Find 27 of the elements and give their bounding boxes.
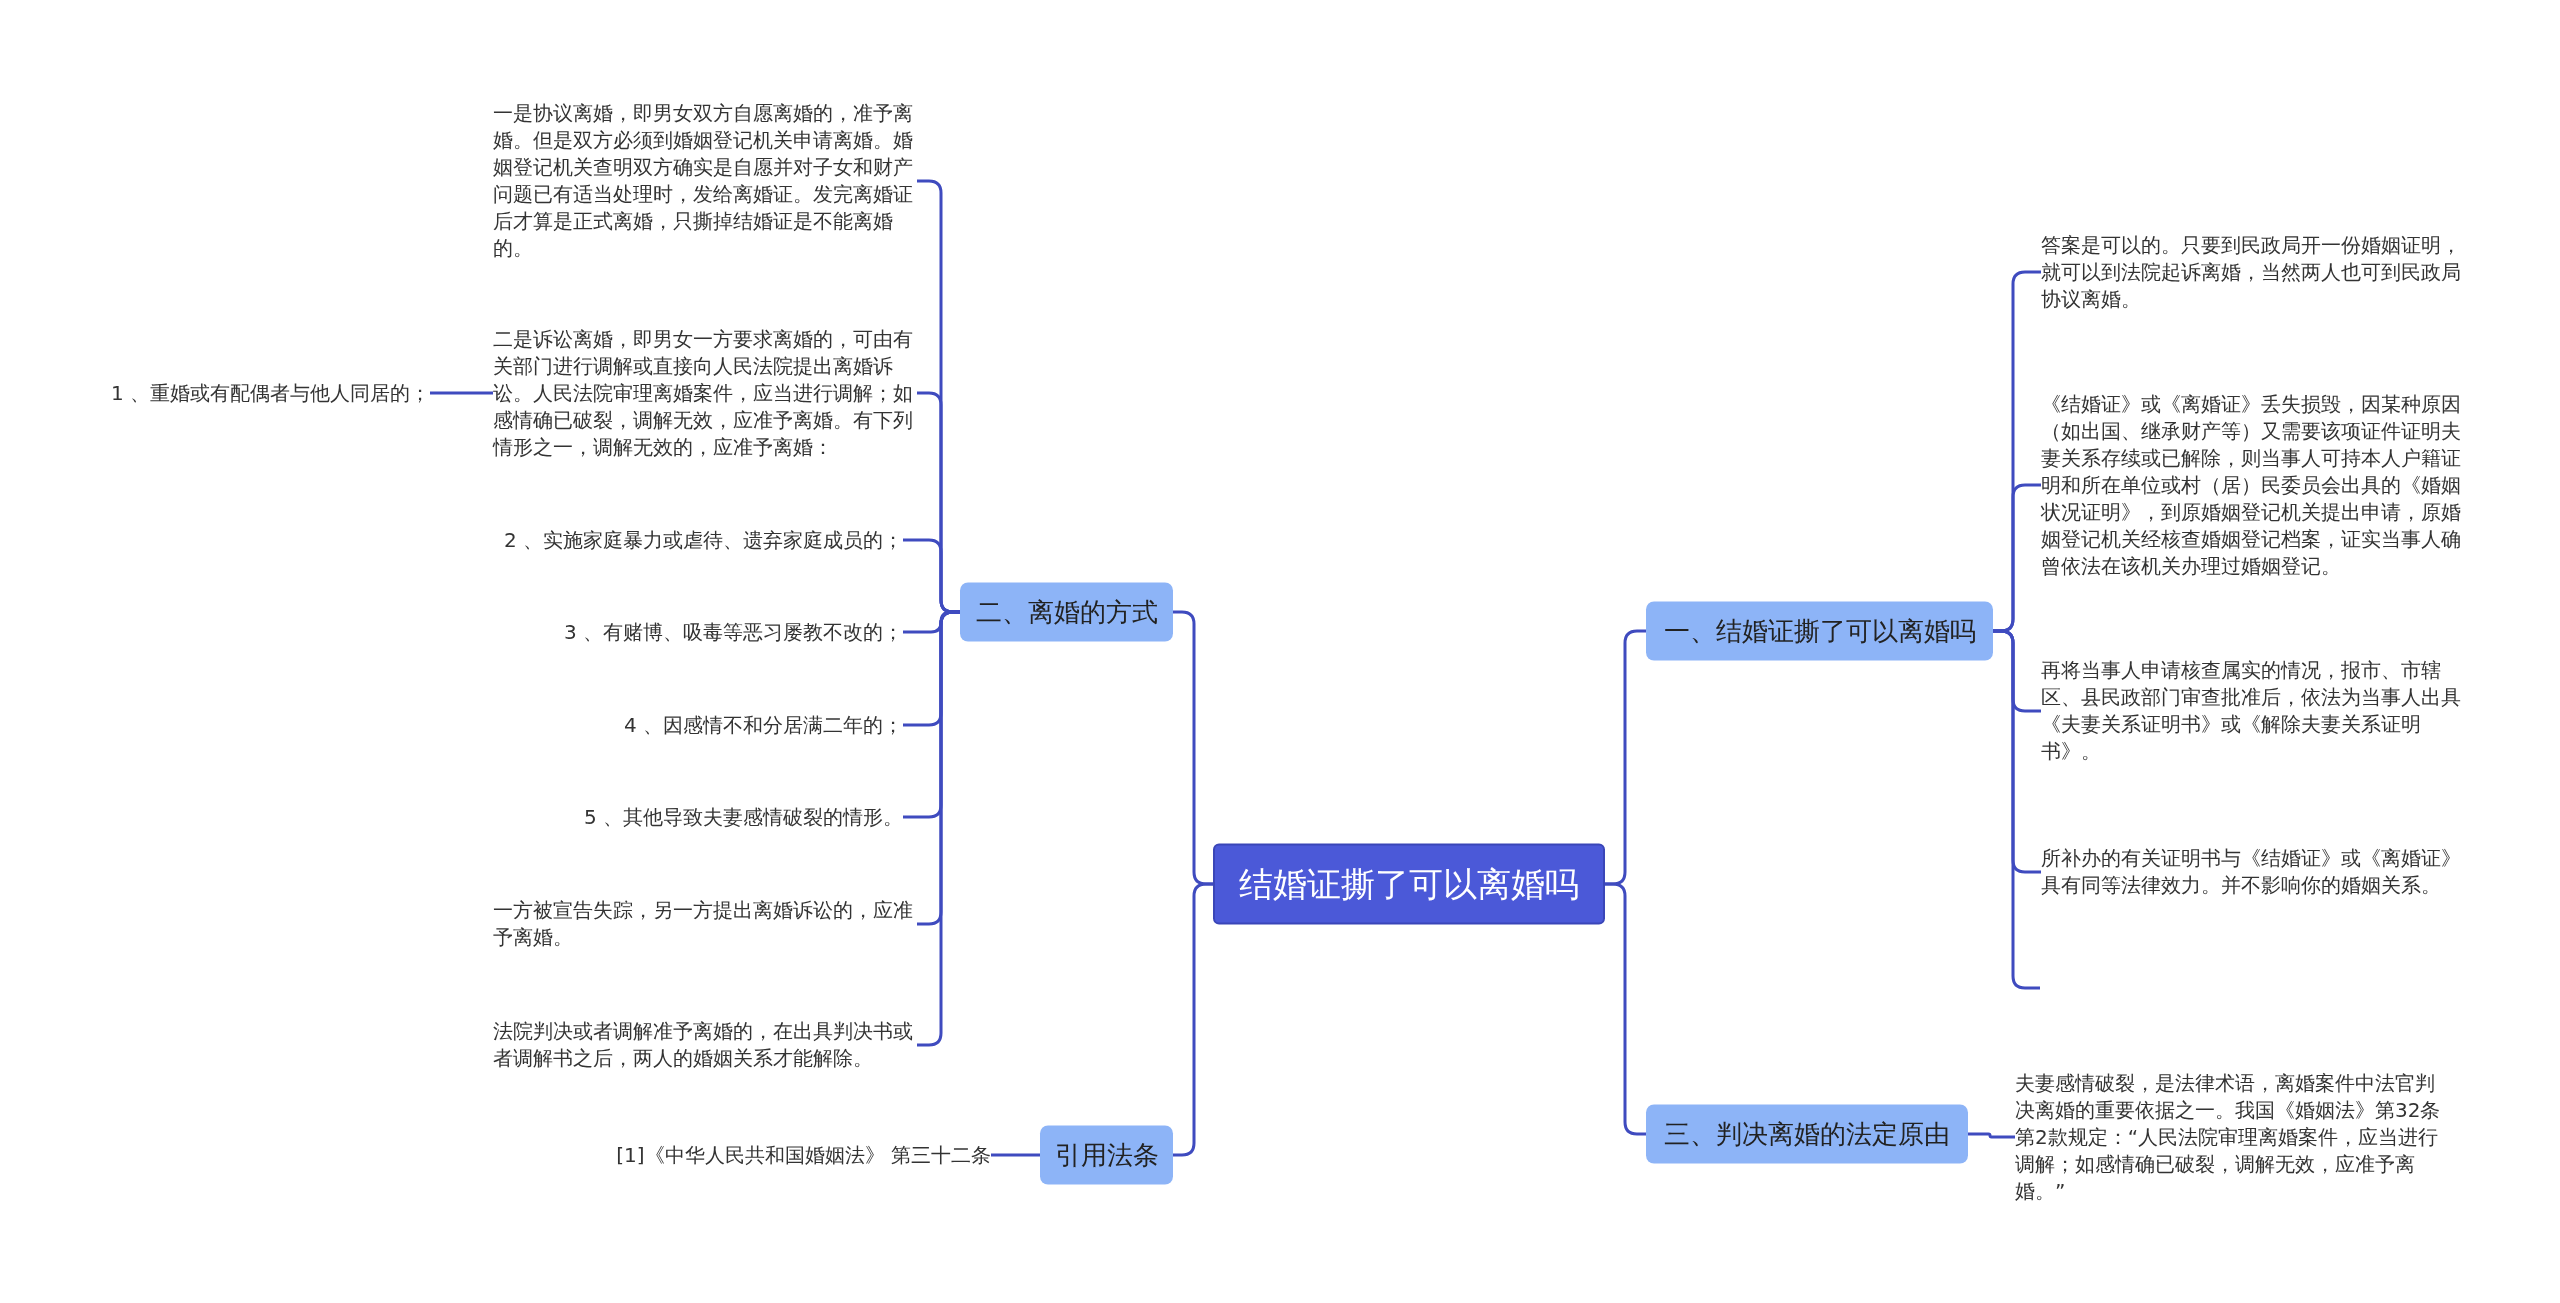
- topic-text: 一方被宣告失踪，另一方提出离婚诉讼的，应准予离婚。: [493, 897, 917, 951]
- connector-line: [1605, 882, 1646, 1136]
- topic-text: [1]《中华人民共和国婚姻法》 第三十二条: [590, 1141, 991, 1169]
- topic-text: 夫妻感情破裂，是法律术语，离婚案件中法官判决离婚的重要依据之一。我国《婚姻法》第32条第2款规定：“人民法院审理离婚案件，应当进行调解；如感情确已破裂，调解无效，应准予离婚。”: [2015, 1069, 2445, 1205]
- topic-text: 所补办的有关证明书与《结婚证》或《离婚证》具有同等法律效力。并不影响你的婚姻关系。: [2041, 845, 2465, 899]
- topic-text: 5 、其他导致夫妻感情破裂的情形。: [493, 803, 903, 831]
- topic-text: 法院判决或者调解准予离婚的，在出具判决书或者调解书之后，两人的婚姻关系才能解除。: [493, 1018, 917, 1072]
- topic-text: 再将当事人申请核查属实的情况，报市、市辖区、县民政部门审查批准后，依法为当事人出具《夫妻关系证明书》或《解除夫妻关系证明书》。: [2041, 657, 2465, 765]
- connector-line: [991, 1153, 1040, 1157]
- topic-text: 1 、重婚或有配偶者与他人同居的；: [95, 379, 430, 407]
- topic-box: 二、离婚的方式: [960, 582, 1173, 642]
- connector-line: [1173, 882, 1213, 1157]
- topic-text: 4 、因感情不和分居满二年的；: [493, 711, 903, 739]
- connector-line: [1993, 629, 2040, 990]
- topic-text: 3 、有赌博、吸毒等恶习屡教不改的；: [493, 618, 903, 646]
- topic-box: 引用法条: [1040, 1125, 1173, 1185]
- topic-text: 一是协议离婚，即男女双方自愿离婚的，准予离婚。但是双方必须到婚姻登记机关申请离婚。婚姻登记机关查明双方确实是自愿并对子女和财产问题已有适当处理时，发给离婚证。发完离婚证后才算是正式离婚，只撕掉结婚证是不能离婚的。: [493, 100, 917, 262]
- connector-line: [1968, 1132, 2015, 1139]
- topic-box: 三、判决离婚的法定原由: [1646, 1104, 1968, 1164]
- topic-text: 《结婚证》或《离婚证》丢失损毁，因某种原因（如出国、继承财产等）又需要该项证件证明夫妻关系存续或已解除，则当事人可持本人户籍证明和所在单位或村（居）民委员会出具的《婚姻状况证明》，到原婚姻登记机关提出申请，原婚姻登记机关经核查婚姻登记档案，证实当事人确曾依法在该机关办理过婚姻登记。: [2041, 390, 2465, 580]
- connector-line: [917, 610, 960, 1047]
- connector-line: [430, 391, 493, 395]
- topic-text: 2 、实施家庭暴力或虐待、遗弃家庭成员的；: [493, 526, 903, 554]
- central-topic: 结婚证撕了可以离婚吗: [1213, 843, 1605, 925]
- topic-box: 一、结婚证撕了可以离婚吗: [1646, 601, 1993, 661]
- topic-text: 二是诉讼离婚，即男女一方要求离婚的，可由有关部门进行调解或直接向人民法院提出离婚诉讼。人民法院审理离婚案件，应当进行调解；如感情确已破裂，调解无效，应准予离婚。有下列情形之一，调解无效的，应准予离婚：: [493, 325, 917, 461]
- topic-text: 答案是可以的。只要到民政局开一份婚姻证明，就可以到法院起诉离婚，当然两人也可到民政局协议离婚。: [2041, 231, 2465, 313]
